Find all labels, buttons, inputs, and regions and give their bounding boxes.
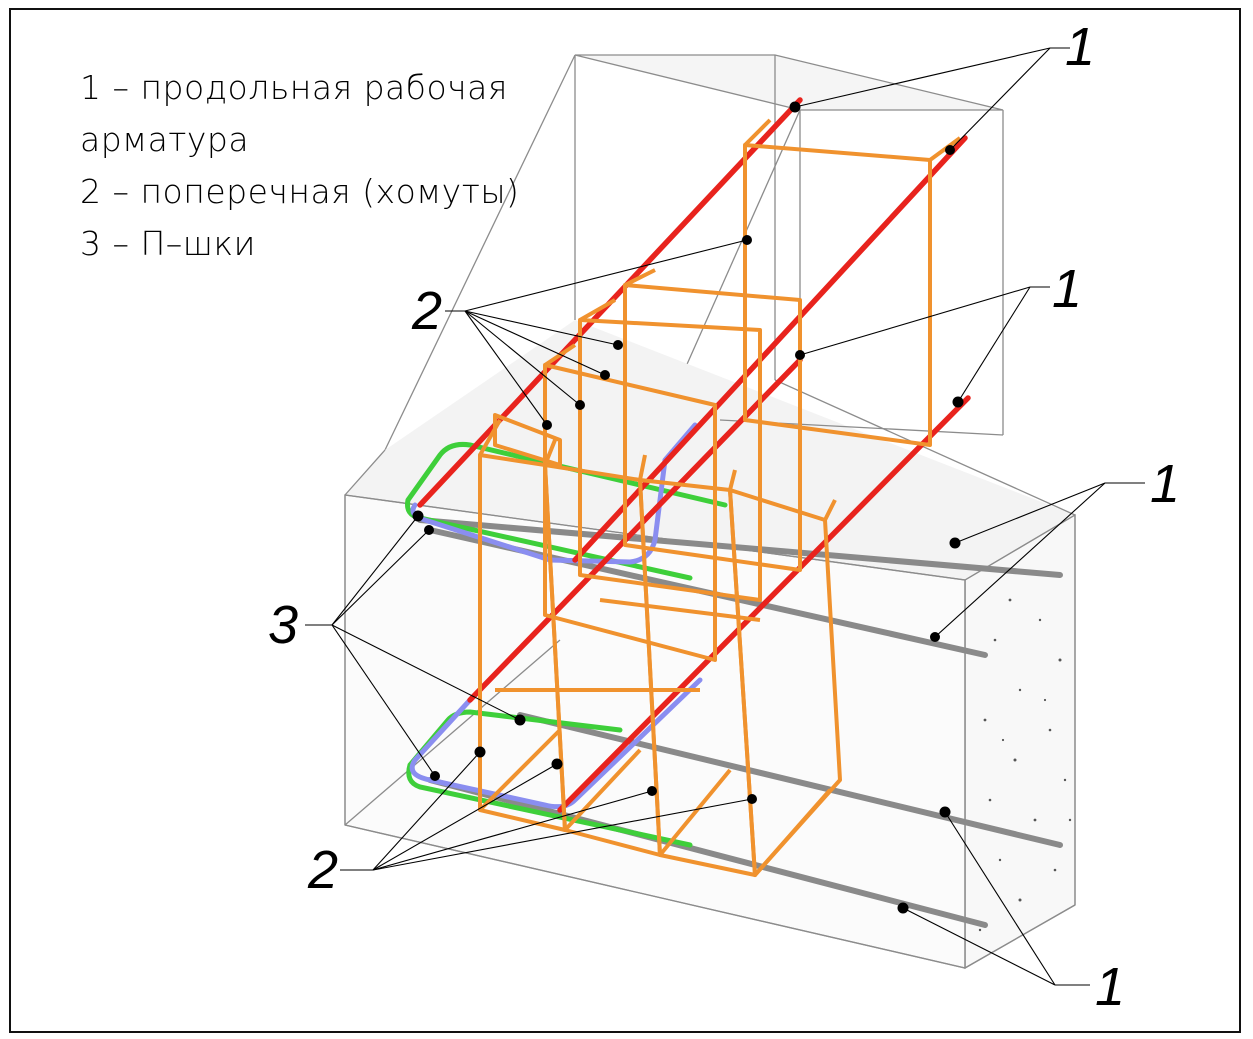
stirrups [478, 118, 962, 877]
callout-1-mid: 1 [1052, 259, 1083, 319]
leader-lines [305, 47, 1145, 986]
legend-line-stirrups: 2 – поперечная (хомуты) [80, 172, 520, 211]
callout-3: 3 [268, 595, 299, 655]
callout-1-right: 1 [1150, 454, 1181, 514]
legend-line-u-bars: 3 – П–шки [80, 224, 256, 263]
legend-line-armatura: арматура [80, 120, 250, 159]
leader-dots [412, 101, 964, 914]
callout-1-bottom: 1 [1095, 957, 1126, 1017]
concrete-column-block [384, 54, 1004, 451]
concrete-speckles [978, 598, 1072, 932]
callout-2-lower: 2 [308, 840, 339, 900]
callout-2-upper: 2 [412, 281, 443, 341]
callout-1-top: 1 [1065, 17, 1096, 77]
legend-line-longitudinal: 1 – продольная рабочая [80, 68, 508, 107]
